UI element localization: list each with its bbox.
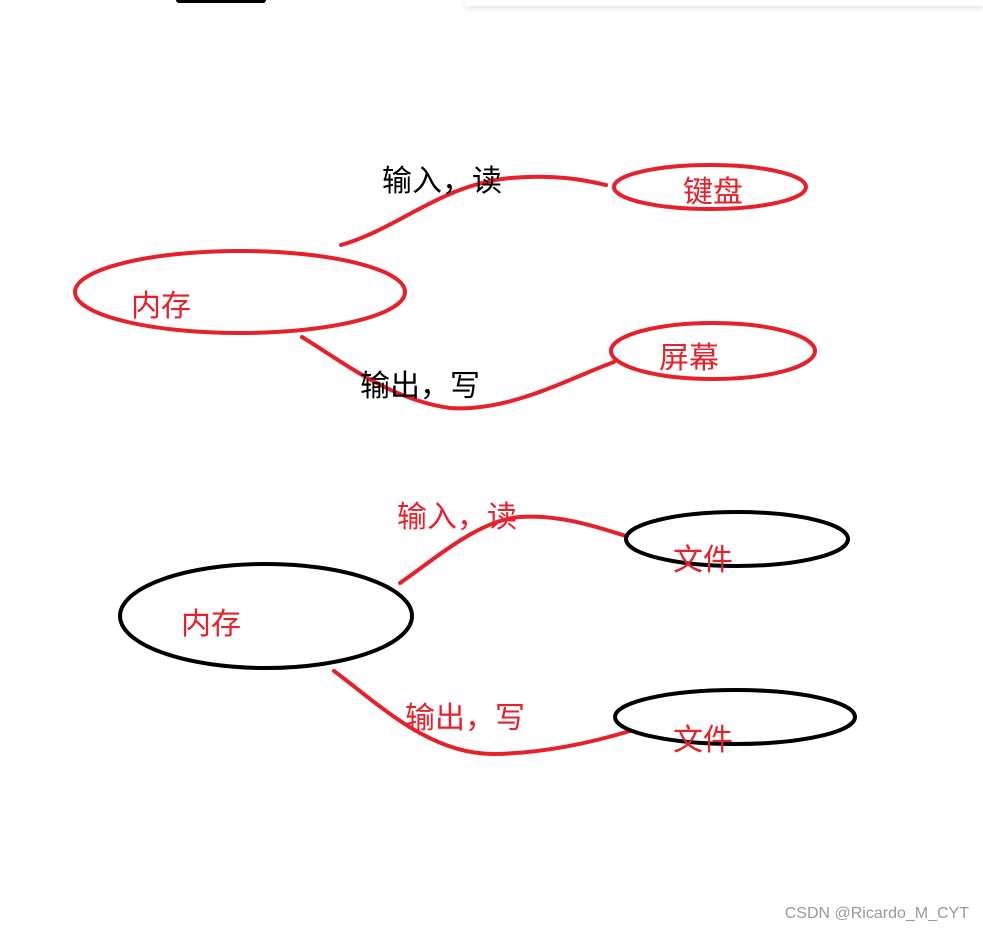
keyboard-label: 键盘 (683, 175, 743, 210)
memory-node-bottom (118, 562, 414, 670)
edge-output-bottom (332, 669, 632, 757)
file-node-output (613, 688, 857, 746)
top-diagram: 内存 键盘 屏幕 输入，读 输出，写 (73, 163, 817, 411)
top-shadow-bar (465, 0, 983, 6)
top-edge-fragment (176, 0, 266, 3)
screen-label: 屏幕 (659, 341, 719, 376)
input-read-label-bottom: 输入，读 (397, 500, 517, 535)
memory-node-top (73, 249, 407, 335)
keyboard-node (612, 163, 808, 211)
edge-input-bottom (398, 514, 628, 585)
memory-label-bottom: 内存 (181, 607, 241, 642)
bottom-diagram: 内存 文件 文件 输入，读 输出，写 (118, 500, 857, 758)
output-write-label-top: 输出，写 (360, 369, 480, 404)
memory-label-top: 内存 (131, 289, 191, 324)
watermark: CSDN @Ricardo_M_CYT (784, 905, 969, 922)
file-node-input (624, 510, 850, 568)
file-label-input: 文件 (673, 543, 733, 578)
input-read-label-top: 输入，读 (382, 164, 502, 199)
edge-output-top (300, 335, 616, 411)
edge-input-top (339, 174, 608, 247)
output-write-label-bottom: 输出，写 (405, 701, 525, 736)
screen-node (609, 321, 817, 381)
file-label-output: 文件 (673, 723, 733, 758)
